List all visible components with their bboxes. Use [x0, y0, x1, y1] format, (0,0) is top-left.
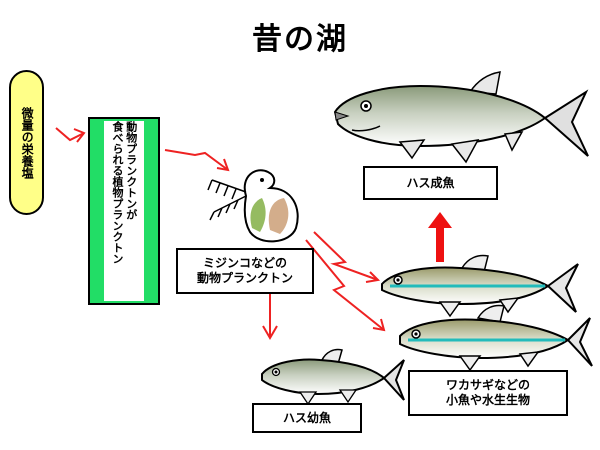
water-flea-icon	[207, 169, 299, 243]
arrow-zooplankton-to-juvenile	[262, 294, 278, 340]
phytoplankton-line2: 食べられる植物プランクトン	[111, 121, 124, 264]
adult-fish-icon	[333, 71, 589, 164]
nutrients-label: 微量の栄養塩	[20, 106, 35, 179]
juvenile-fish-icon	[261, 348, 405, 406]
zooplankton-line2: 動物プランクトン	[196, 271, 293, 285]
nutrients-node: 微量の栄養塩	[9, 70, 44, 215]
small-fish-label: ワカサギなどの 小魚や水生生物	[408, 370, 568, 416]
phytoplankton-node: 動物プランクトンが 食べられる植物プランクトン	[88, 117, 160, 305]
arrow-smelt-to-adult	[428, 212, 452, 262]
small-fish-line1: ワカサギなどの	[445, 378, 530, 392]
phytoplankton-label-area: 動物プランクトンが 食べられる植物プランクトン	[104, 121, 144, 301]
smelt-fish-icon	[381, 254, 579, 318]
juvenile-fish-text: ハス幼魚	[282, 410, 331, 425]
smelt-fish-icon	[399, 304, 593, 372]
arrow-nutrients-to-phytoplankton	[55, 127, 86, 143]
adult-fish-label: ハス成魚	[363, 166, 498, 200]
phytoplankton-label: 動物プランクトンが 食べられる植物プランクトン	[110, 121, 138, 301]
adult-fish-text: ハス成魚	[406, 175, 455, 190]
arrow-phytoplankton-to-zooplankton	[164, 149, 230, 172]
page-title: 昔の湖	[252, 22, 348, 57]
phytoplankton-line1: 動物プランクトンが	[124, 121, 138, 220]
arrow-zooplankton-to-smelt-upper	[313, 231, 381, 283]
juvenile-fish-label: ハス幼魚	[252, 403, 362, 433]
arrow-zooplankton-to-smelt-lower	[305, 239, 386, 332]
zooplankton-label: ミジンコなどの 動物プランクトン	[176, 248, 314, 294]
zooplankton-line1: ミジンコなどの	[202, 256, 287, 270]
small-fish-line2: 小魚や水生生物	[445, 393, 530, 407]
